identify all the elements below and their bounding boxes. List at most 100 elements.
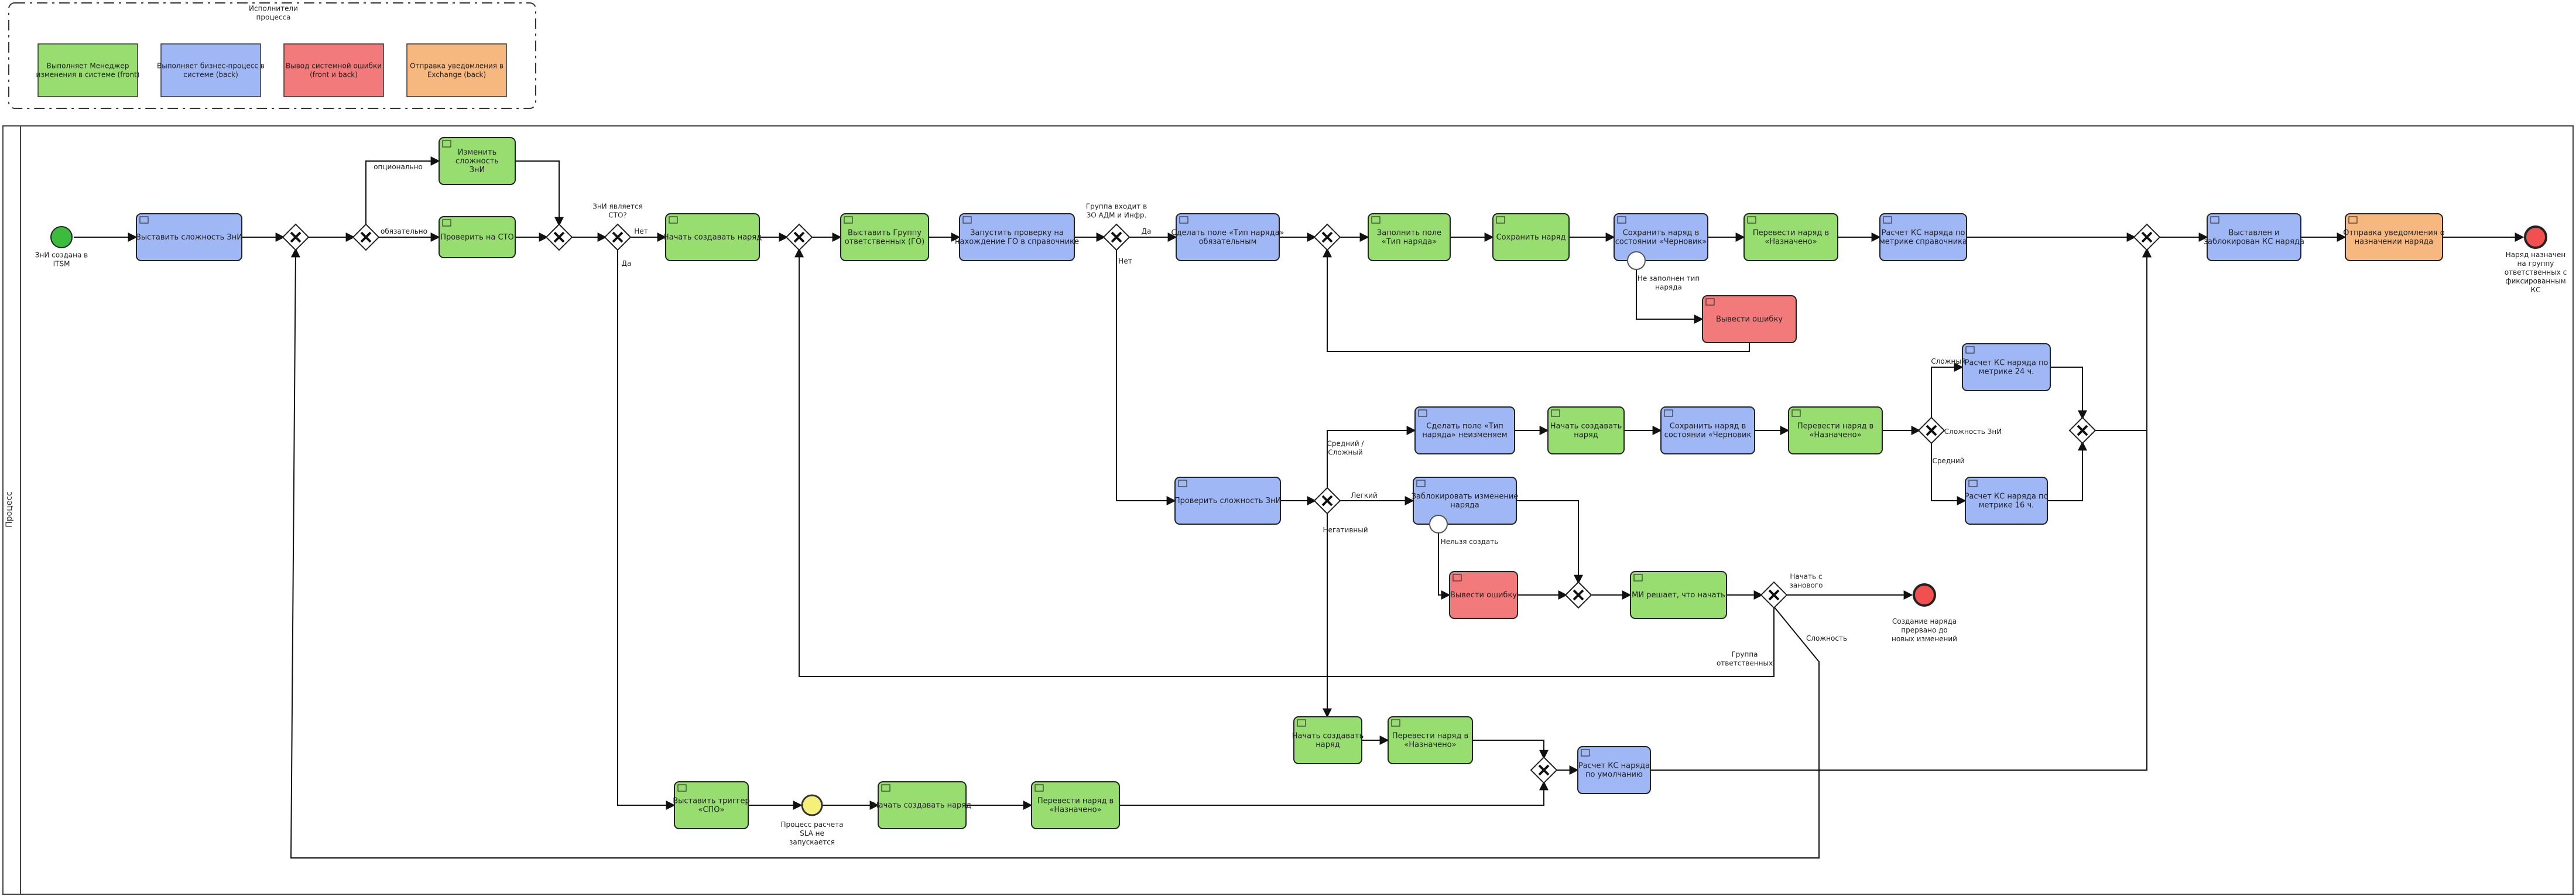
user-task-icon: [1747, 216, 1756, 224]
node-t-start-order4[interactable]: Начать создавать наряд: [873, 781, 971, 829]
node-g11[interactable]: [2068, 416, 2097, 444]
task-box[interactable]: [1577, 746, 1651, 794]
node-t-mi-decides[interactable]: МИ решает, что начать: [1630, 571, 1727, 619]
node-g13[interactable]: [1760, 581, 1788, 609]
node-t-assign4[interactable]: Перевести наряд в«Назначено»: [1031, 781, 1120, 829]
end-event-circle[interactable]: [2524, 225, 2547, 249]
task-box[interactable]: [2207, 213, 2301, 261]
sequence-flow: [1472, 740, 1549, 760]
legend-swatch-exchange: [406, 43, 507, 97]
exclusive-x-icon: [612, 231, 624, 243]
task-box[interactable]: [1962, 343, 2051, 391]
task-box[interactable]: [1388, 716, 1473, 764]
task-box[interactable]: [1547, 406, 1625, 454]
node-t-assign1[interactable]: Перевести наряд в«Назначено»: [1743, 213, 1838, 261]
task-box[interactable]: [439, 216, 516, 258]
task-label: Перевести наряд в«Назначено»: [1392, 732, 1468, 750]
task-box[interactable]: [1449, 571, 1518, 619]
task-box[interactable]: [1414, 406, 1515, 454]
node-t-check-cto[interactable]: Проверить на СТО: [439, 216, 516, 258]
task-box[interactable]: [1879, 213, 1967, 261]
node-g8[interactable]: [2133, 223, 2161, 251]
exclusive-x-icon: [1111, 231, 1122, 243]
task-box[interactable]: [1743, 213, 1838, 261]
task-box[interactable]: [840, 213, 929, 261]
sequence-flow: [1327, 426, 1416, 489]
node-g2[interactable]: [352, 223, 380, 251]
task-box[interactable]: [1630, 571, 1727, 619]
node-g9[interactable]: [1313, 487, 1341, 515]
node-g14[interactable]: [1530, 756, 1558, 784]
end-event-circle[interactable]: [1913, 583, 1936, 607]
task-box[interactable]: [959, 213, 1075, 261]
task-box[interactable]: [1174, 477, 1281, 525]
node-g12[interactable]: [1564, 581, 1592, 609]
start-event-circle[interactable]: [50, 226, 73, 248]
task-box[interactable]: [1176, 213, 1280, 261]
node-g7[interactable]: [1313, 223, 1341, 251]
node-g1[interactable]: [282, 223, 310, 251]
task-box[interactable]: [1614, 213, 1708, 261]
task-box[interactable]: [1702, 295, 1797, 343]
user-task-icon: [1391, 719, 1400, 727]
task-box[interactable]: [2345, 213, 2443, 261]
task-box[interactable]: [1413, 477, 1517, 525]
node-t-check-complexity2[interactable]: Проверить сложность ЗнИ: [1174, 477, 1281, 525]
node-t-trigger-spo[interactable]: Выставить триггер«СПО»: [673, 781, 750, 829]
node-t-fill-type[interactable]: Заполнить поле«Тип наряда»: [1368, 213, 1451, 261]
task-box[interactable]: [1492, 213, 1570, 261]
task-box[interactable]: [878, 781, 967, 829]
sequence-flow: [1650, 248, 2152, 771]
user-task-icon: [1633, 574, 1643, 582]
flow-label-yes: Да: [622, 259, 632, 268]
node-t-assign2[interactable]: Перевести наряд в«Назначено»: [1788, 406, 1883, 454]
node-t-make-type-required[interactable]: Сделать поле «Тип наряда»обязательным: [1171, 213, 1284, 261]
task-box[interactable]: [1031, 781, 1120, 829]
task-box[interactable]: [1293, 716, 1362, 764]
node-t-error2[interactable]: Вывести ошибку: [1449, 571, 1518, 619]
task-box[interactable]: [1965, 477, 2048, 525]
flow-label-optional: опционально: [374, 163, 423, 171]
node-g10[interactable]: [1917, 416, 1945, 444]
node-t-assign3[interactable]: Перевести наряд в«Назначено»: [1388, 716, 1473, 764]
node-g5[interactable]: [785, 223, 813, 251]
node-t-error1[interactable]: Вывести ошибку: [1702, 295, 1797, 343]
task-box[interactable]: [1788, 406, 1883, 454]
node-t-save-order[interactable]: Сохранить наряд: [1492, 213, 1570, 261]
flow-label-complex: Сложный: [1931, 357, 1965, 365]
node-t-start-order1[interactable]: Начать создавать наряд: [663, 213, 762, 261]
task-box[interactable]: [1660, 406, 1755, 454]
intermediate-event-circle[interactable]: [801, 794, 823, 816]
task-box[interactable]: [1368, 213, 1451, 261]
task-box[interactable]: [136, 213, 242, 261]
node-g3[interactable]: [545, 223, 573, 251]
task-box[interactable]: [665, 213, 760, 261]
user-task-icon: [677, 784, 687, 792]
task-box[interactable]: [439, 137, 516, 185]
task-box[interactable]: [674, 781, 749, 829]
node-t-complexity[interactable]: Выставить сложность ЗнИ: [136, 213, 242, 261]
